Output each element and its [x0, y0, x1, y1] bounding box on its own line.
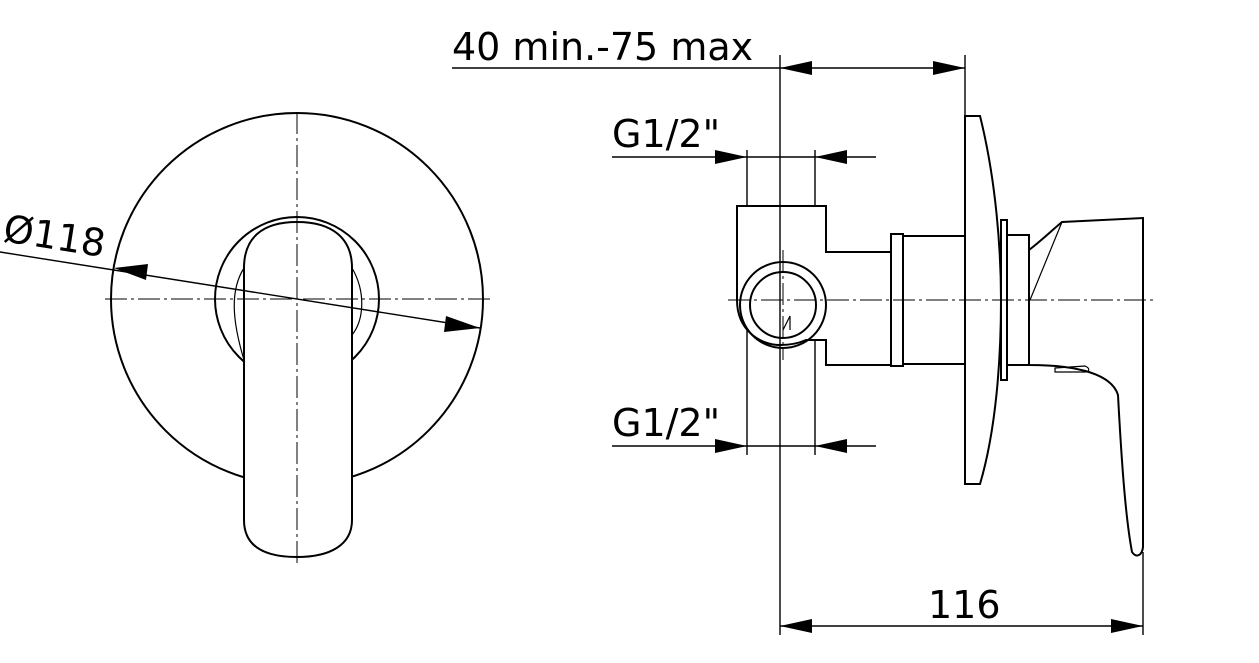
thread-top-arrow-right — [815, 150, 847, 164]
lever-side-profile — [1028, 216, 1145, 557]
length-label: 116 — [928, 583, 1001, 627]
thread-top-dimension: G1/2" — [612, 112, 876, 206]
length-arrow-left — [780, 619, 812, 633]
diameter-arrow-right — [444, 316, 480, 332]
diameter-arrow-left — [114, 264, 148, 280]
depth-arrow-right — [933, 61, 965, 75]
thread-top-label: G1/2" — [612, 112, 720, 156]
lever-side-screw — [1054, 365, 1090, 373]
lever-handle — [243, 220, 353, 559]
depth-arrow-left — [780, 61, 812, 75]
side-view: 40 min.-75 max G1/2" G1/2" 116 — [452, 25, 1155, 635]
thread-top-arrow-left — [715, 150, 747, 164]
length-arrow-right — [1111, 619, 1143, 633]
diameter-dimension: Ø118 — [0, 206, 481, 332]
front-view: Ø118 — [0, 112, 490, 565]
thread-bottom-label: G1/2" — [612, 401, 720, 445]
depth-dimension: 40 min.-75 max — [452, 25, 965, 75]
diameter-dimension-line — [0, 251, 481, 329]
lever-handle-inner-edge — [351, 267, 363, 336]
thread-bottom-dimension: G1/2" — [612, 330, 876, 455]
thread-bottom-arrow-left — [715, 439, 747, 453]
length-dimension: 116 — [780, 583, 1143, 633]
lever-side-inner-edge — [1029, 221, 1063, 301]
thread-bottom-arrow-right — [815, 439, 847, 453]
lever-handle-inner-edge — [233, 267, 245, 361]
depth-label: 40 min.-75 max — [452, 25, 753, 69]
outlet-fitting-notch — [782, 315, 791, 331]
diameter-label: Ø118 — [1, 206, 109, 265]
